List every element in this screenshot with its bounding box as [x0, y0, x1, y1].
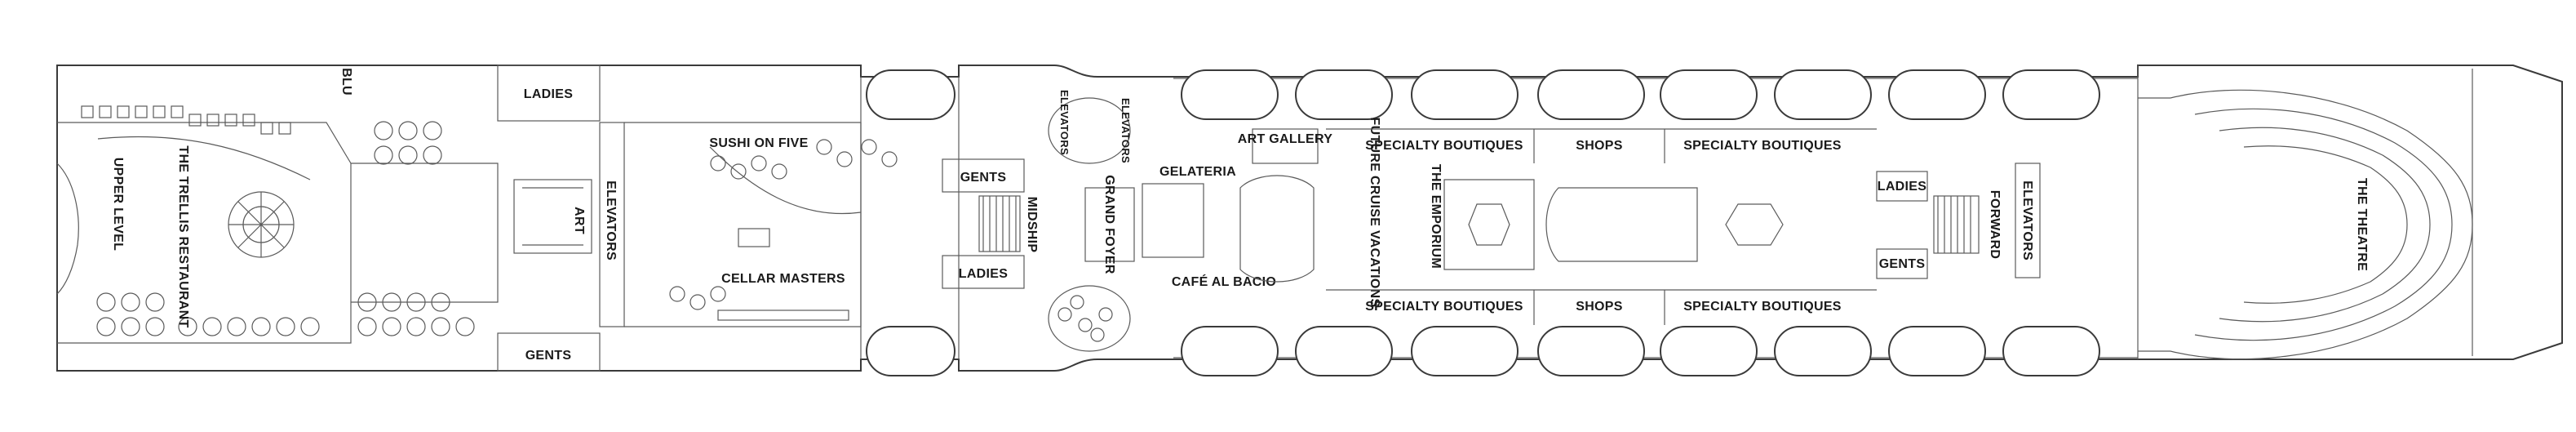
- sushi-tables: [669, 139, 898, 321]
- blu-label: BLU: [339, 68, 353, 96]
- future-cruise-label: FUTURE CRUISE VACATIONS: [1368, 118, 1381, 308]
- trellis-restaurant-label: THE TRELLIS RESTAURANT: [176, 145, 190, 327]
- cellar-masters-label: CELLAR MASTERS: [721, 272, 845, 286]
- cafe-tables: [1057, 295, 1113, 342]
- shops-bottom-label: SHOPS: [1576, 300, 1623, 314]
- elevators-fwd-label: ELEVATORS: [2020, 180, 2034, 261]
- midship-label: MIDSHIP: [1025, 197, 1039, 253]
- shops-top-label: SHOPS: [1576, 139, 1623, 153]
- elevators-mid-top-label: ELEVATORS: [1058, 90, 1071, 155]
- lifeboats-bottom: [866, 326, 2100, 376]
- cafe-al-bacio-label: CAFÉ AL BACIO: [1172, 274, 1276, 289]
- ladies-aft-label: LADIES: [524, 87, 573, 101]
- specialty-boutiques-1: SPECIALTY BOUTIQUES: [1365, 139, 1523, 153]
- art-label: ART: [572, 207, 586, 234]
- elevators-mid-bottom-label: ELEVATORS: [1120, 98, 1132, 163]
- gents-mid-label: GENTS: [960, 171, 1007, 185]
- lifeboats-top: [866, 69, 2100, 120]
- emporium-label: THE EMPORIUM: [1429, 164, 1443, 269]
- dining-tables: [81, 105, 475, 336]
- forward-label: FORWARD: [1988, 190, 2002, 259]
- art-gallery-label: ART GALLERY: [1238, 132, 1333, 146]
- ladies-fwd-label: LADIES: [1878, 180, 1927, 194]
- gelateria-label: GELATERIA: [1159, 165, 1236, 179]
- hull-outline: [56, 65, 2563, 372]
- theatre-label: THE THEATRE: [2355, 178, 2369, 271]
- ladies-mid-label: LADIES: [959, 267, 1009, 281]
- upper-level-label: UPPER LEVEL: [111, 158, 125, 251]
- gents-aft-label: GENTS: [525, 349, 572, 363]
- specialty-boutiques-2: SPECIALTY BOUTIQUES: [1365, 300, 1523, 314]
- gents-fwd-label: GENTS: [1879, 257, 1926, 271]
- aft-staircase: [228, 191, 295, 258]
- elevators-aft-label: ELEVATORS: [604, 180, 618, 261]
- grand-foyer-label: GRAND FOYER: [1102, 175, 1116, 274]
- theatre-seating: [2138, 89, 2473, 360]
- specialty-boutiques-3: SPECIALTY BOUTIQUES: [1683, 139, 1842, 153]
- sushi-on-five-label: SUSHI ON FIVE: [709, 136, 808, 150]
- specialty-boutiques-4: SPECIALTY BOUTIQUES: [1683, 300, 1842, 314]
